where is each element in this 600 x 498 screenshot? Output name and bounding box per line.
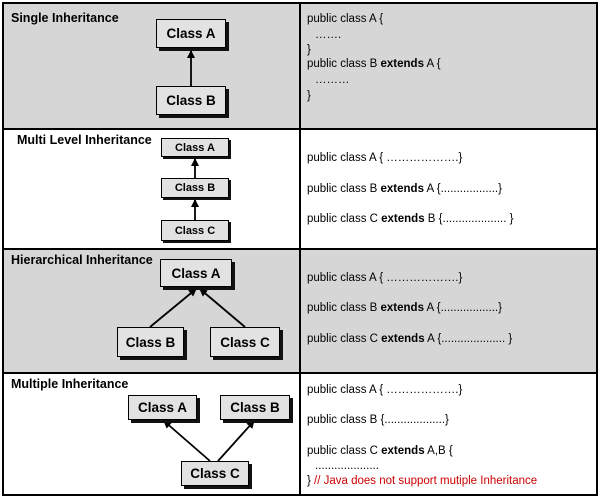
code-line: public class A { ……………….} [307,384,463,396]
code-line: public class A { ……………….} [307,152,463,164]
extends-keyword: extends [380,302,424,314]
hierarchical-class-c-box: Class C [210,327,280,357]
multilevel-class-b-box: Class B [161,178,229,198]
column-divider [299,2,301,496]
java-comment: // Java does not support mutiple Inherit… [314,475,538,487]
code-line: public class C extends B {..............… [307,213,514,225]
multilevel-class-c-box: Class C [161,220,229,241]
multilevel-class-a-box: Class A [161,138,229,157]
code-line: public class A { [307,13,384,25]
single-class-a-box: Class A [156,19,226,48]
code-line: public class B extends A {..............… [307,183,502,195]
code-line: } [307,90,311,102]
extends-keyword: extends [381,333,425,345]
single-inheritance-title: Single Inheritance [11,11,119,25]
extends-keyword: extends [380,183,424,195]
hierarchical-class-a-box: Class A [160,259,232,287]
code-line: } [307,44,311,56]
extends-keyword: extends [381,213,425,225]
hierarchical-class-b-box: Class B [117,327,184,357]
multiple-class-b-box: Class B [220,395,290,420]
code-line: } // Java does not support mutiple Inher… [307,475,538,487]
code-line: public class B extends A {..............… [307,302,502,314]
extends-keyword: extends [380,58,424,70]
code-line: ……. [315,29,342,41]
extends-keyword: extends [381,445,425,457]
code-line: public class B {...................} [307,414,449,426]
code-line: public class C extends A {..............… [307,333,513,345]
single-class-b-box: Class B [156,86,226,115]
multiple-inheritance-title: Multiple Inheritance [11,377,129,391]
code-line: public class B extends A { [307,58,441,70]
code-line: ……… [315,74,350,86]
multilevel-inheritance-title: Multi Level Inheritance [17,133,152,147]
hierarchical-inheritance-title: Hierarchical Inheritance [11,253,153,267]
multiple-class-c-box: Class C [181,461,249,486]
code-line: public class C extends A,B { [307,445,453,457]
multiple-class-a-box: Class A [128,395,197,420]
code-line: public class A { ……………….} [307,272,463,284]
code-line: .................... [315,460,379,472]
